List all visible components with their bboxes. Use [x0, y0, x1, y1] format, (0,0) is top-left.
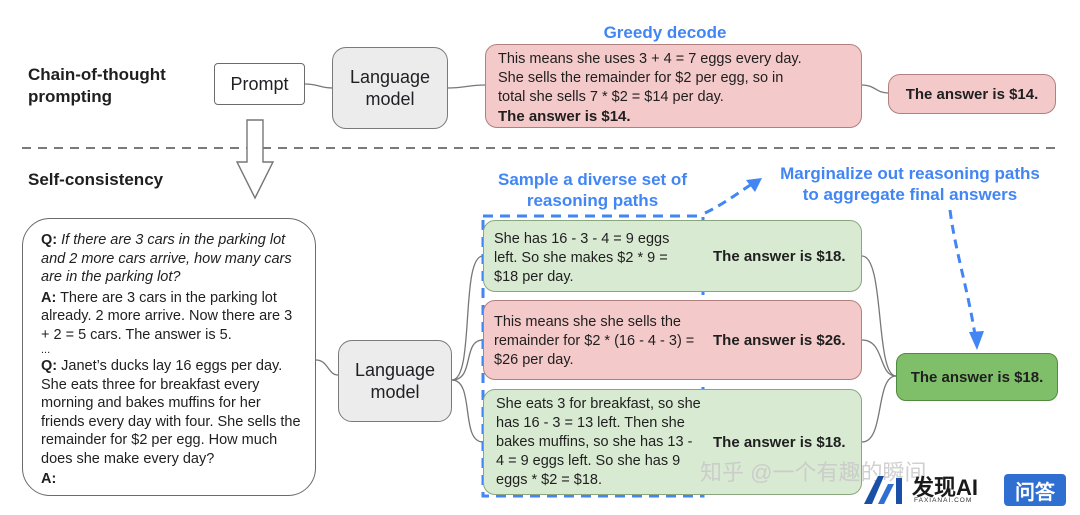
self-consistency-label: Self-consistency [28, 170, 164, 189]
brand-name: 发现AI [912, 475, 979, 500]
qa-a1: A: There are 3 cars in the parking lot a… [41, 289, 293, 343]
marginalize-line1: Marginalize out reasoning paths [780, 164, 1040, 183]
reasoning-path-1: She has 16 - 3 - 4 = 9 eggs left. So she… [483, 220, 862, 292]
bottom-lm-line2: model [370, 382, 420, 402]
brand-domain: FAXIANAI.COM [914, 497, 973, 504]
aggregated-answer-box: The answer is $18. [896, 353, 1058, 401]
connector-qa-lm [315, 359, 339, 376]
connector-lm-greedy [447, 84, 486, 89]
reasoning-path-2: This means she she sells the remainder f… [483, 300, 862, 380]
path-1-answer: The answer is $18. [713, 248, 846, 265]
top-lm-line2: model [365, 89, 415, 109]
path-2-answer: The answer is $26. [713, 332, 846, 349]
cot-label-line1: Chain-of-thought [28, 65, 166, 84]
aggregate-arrowhead-icon [969, 331, 984, 350]
qa-q1: Q: If there are 3 cars in the parking lo… [41, 232, 292, 285]
connector-path3-final [861, 375, 897, 443]
marginalize-line2: to aggregate final answers [802, 185, 1018, 204]
path-1-text: She has 16 - 3 - 4 = 9 eggs left. So she… [494, 231, 670, 285]
qa-ellipsis: ... [41, 344, 51, 356]
top-final-answer-box: The answer is $14. [888, 74, 1056, 114]
bottom-language-model-box: Language model [338, 340, 452, 422]
qa-q2: Q: Janet’s ducks lay 16 eggs per day. Sh… [41, 358, 301, 467]
connector-lm-path2 [451, 339, 484, 381]
greedy-line3: total she sells 7 * $2 = $14 per day. [498, 89, 724, 105]
connector-prompt-lm [304, 83, 333, 89]
zhihu-watermark: 知乎 @一个有趣的瞬间 [700, 460, 927, 485]
sample-label-line1: Sample a diverse set of [498, 170, 687, 189]
prompt-label: Prompt [230, 73, 289, 94]
sample-paths-label: Sample a diverse set of reasoning paths [470, 169, 715, 211]
greedy-answer: The answer is $14. [498, 108, 631, 125]
connector-greedy-answer [861, 84, 889, 94]
top-lm-line1: Language [349, 67, 431, 87]
connector-lm-path3 [451, 379, 484, 443]
down-arrow-icon [235, 119, 275, 200]
connector-path2-final [861, 339, 897, 377]
connector-lm-path1 [451, 255, 484, 381]
connector-path1-final [861, 255, 897, 377]
prompt-box: Prompt [214, 63, 305, 105]
greedy-line2: She sells the remainder for $2 per egg, … [498, 70, 784, 86]
path-3-text: She eats 3 for breakfast, so she has 16 … [496, 396, 701, 488]
path-2-text: This means she she sells the remainder f… [494, 314, 695, 368]
marginalize-label: Marginalize out reasoning paths to aggre… [760, 163, 1060, 205]
cot-section-label: Chain-of-thought prompting [28, 64, 208, 108]
brand-logo-icon [864, 476, 902, 504]
marginalize-arrowhead-icon [746, 178, 762, 192]
qa-badge: 问答 [1004, 474, 1066, 506]
top-final-answer: The answer is $14. [905, 85, 1039, 103]
cot-label-line2: prompting [28, 87, 113, 106]
marginalize-arrow [704, 182, 753, 215]
aggregate-arrow [948, 209, 977, 336]
greedy-reasoning-box: This means she uses 3 + 4 = 7 eggs every… [485, 44, 862, 128]
few-shot-prompt-box: Q: If there are 3 cars in the parking lo… [22, 218, 316, 496]
greedy-decode-label: Greedy decode [603, 23, 727, 42]
bottom-lm-line1: Language [354, 360, 436, 380]
path-3-answer: The answer is $18. [713, 434, 846, 451]
reasoning-path-3: She eats 3 for breakfast, so she has 16 … [483, 389, 862, 495]
sample-label-line2: reasoning paths [526, 191, 659, 210]
top-language-model-box: Language model [332, 47, 448, 129]
aggregated-answer: The answer is $18. [910, 368, 1044, 386]
qa-a2: A: [41, 471, 57, 487]
greedy-line1: This means she uses 3 + 4 = 7 eggs every… [498, 51, 802, 67]
